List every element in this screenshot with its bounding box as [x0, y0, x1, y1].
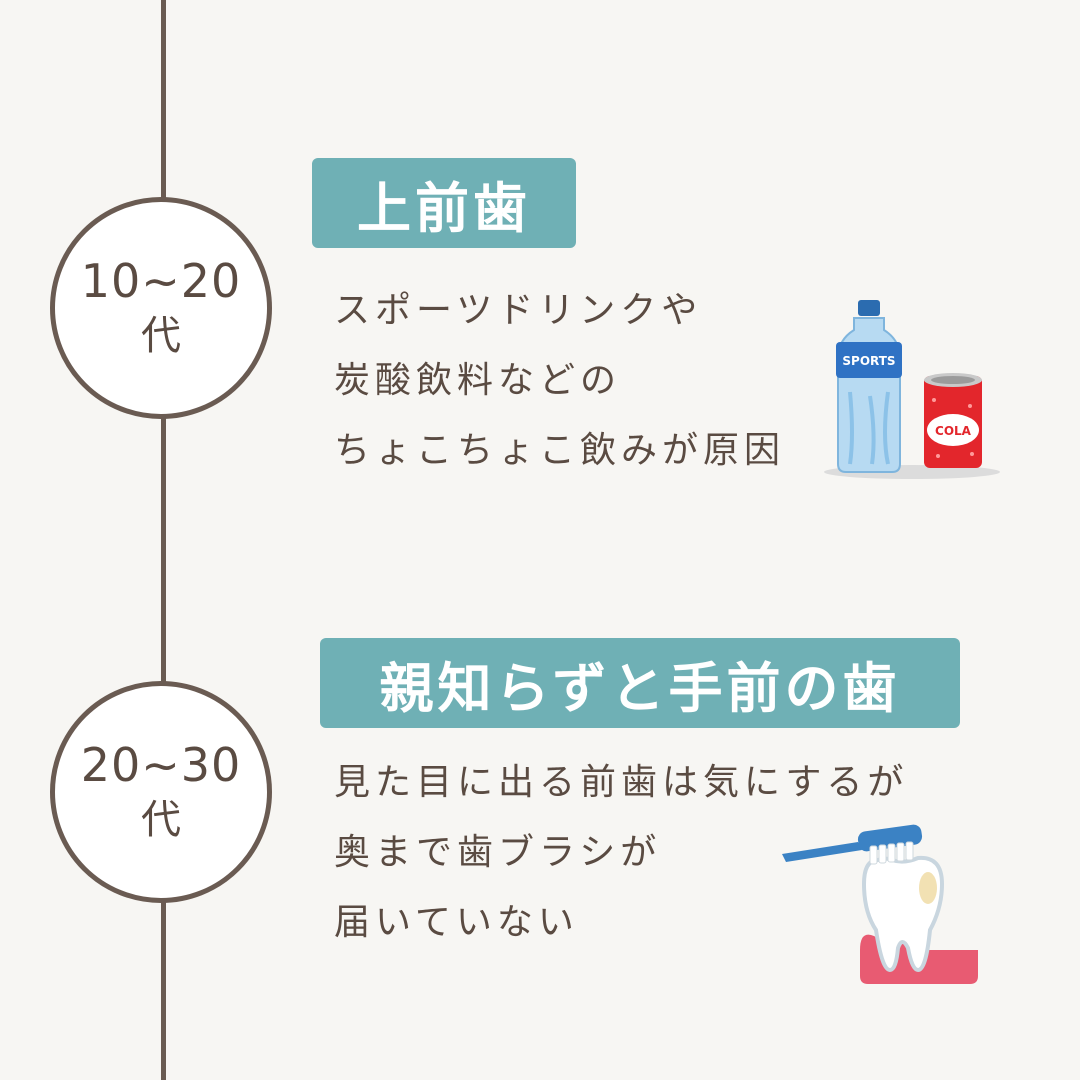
- section-description: 見た目に出る前歯は気にするが 奥まで歯ブラシが 届いていない: [334, 748, 908, 958]
- timeline-line: [161, 0, 166, 1080]
- section-heading: 親知らずと手前の歯: [320, 638, 960, 728]
- toothbrush-illustration: [782, 824, 978, 984]
- bottle-label: SPORTS: [842, 354, 895, 368]
- age-badge-teens: 10~20 代: [50, 197, 272, 419]
- age-range: 10~20: [80, 254, 242, 309]
- tooth-icon: [860, 855, 978, 984]
- description-line: スポーツドリンクや: [334, 290, 703, 331]
- description-line: 見た目に出る前歯は気にするが: [334, 762, 909, 803]
- description-line: 炭酸飲料などの: [334, 360, 622, 401]
- description-line: 届いていない: [334, 902, 579, 943]
- age-range: 20~30: [80, 738, 242, 793]
- description-line: ちょこちょこ飲みが原因: [334, 430, 786, 471]
- age-suffix: 代: [141, 312, 181, 359]
- section-heading: 上前歯: [312, 158, 576, 248]
- age-suffix: 代: [141, 796, 181, 843]
- section-description: スポーツドリンクや 炭酸飲料などの ちょこちょこ飲みが原因: [334, 276, 785, 486]
- cola-can-icon: COLA: [924, 373, 982, 468]
- age-badge-twenties: 20~30 代: [50, 681, 272, 903]
- toothbrush-icon: [782, 824, 923, 865]
- description-line: 奥まで歯ブラシが: [334, 832, 662, 873]
- drinks-illustration: SPORTS COLA: [824, 300, 1000, 479]
- can-label: COLA: [935, 424, 972, 438]
- sports-bottle-icon: SPORTS: [836, 300, 902, 473]
